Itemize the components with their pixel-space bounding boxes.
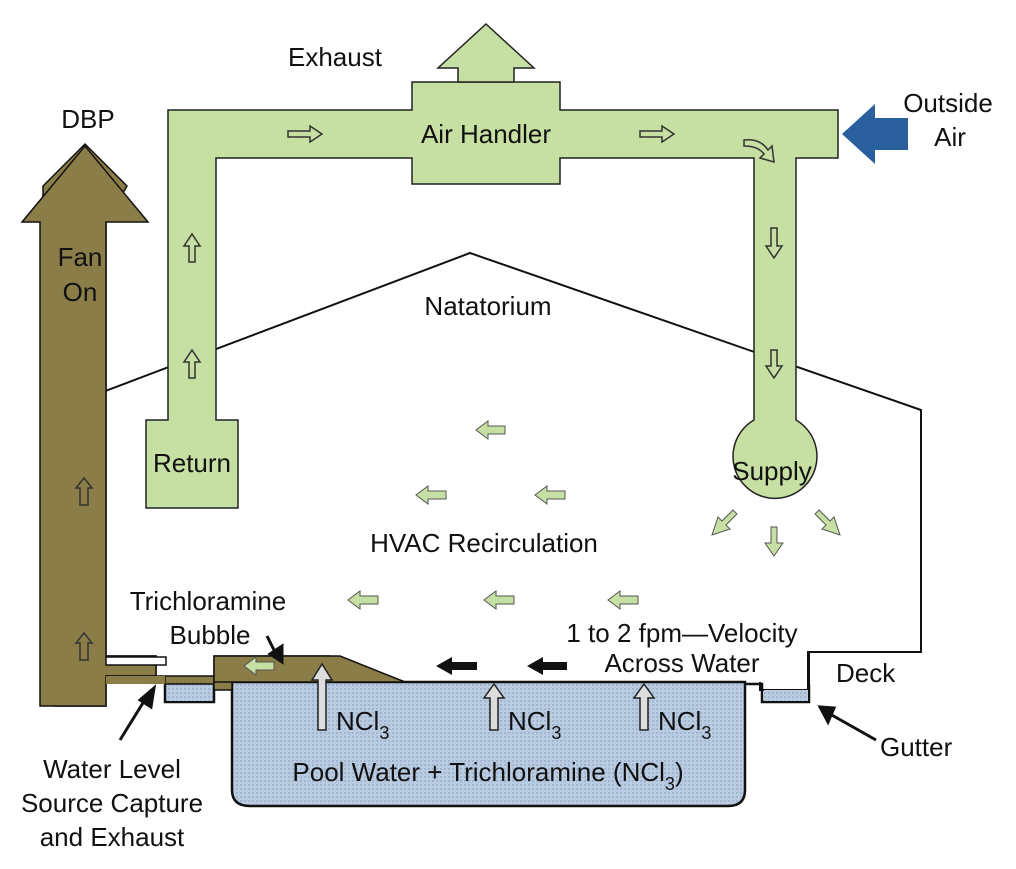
right-gutter xyxy=(745,682,811,704)
outside-air-arrow xyxy=(842,104,908,164)
pool-water xyxy=(230,680,747,808)
outside-air-label-2: Air xyxy=(934,122,966,152)
hvac-recirculation-label: HVAC Recirculation xyxy=(370,528,598,558)
exhaust-label: Exhaust xyxy=(288,42,383,72)
recirculation-arrows xyxy=(243,420,639,676)
ncl3-label: NCl3 xyxy=(508,706,561,743)
ncl3-label: NCl3 xyxy=(658,706,711,743)
supply-air-arrow xyxy=(764,526,784,557)
outside-air-label-1: Outside xyxy=(903,88,993,118)
left-arrow-icon xyxy=(415,485,447,505)
hvac-duct xyxy=(145,81,839,509)
curve-arrow-icon xyxy=(743,138,775,164)
supply-label: Supply xyxy=(732,456,812,486)
supply-air-arrow xyxy=(814,509,841,536)
right-arrow-icon xyxy=(287,124,324,144)
natatorium-label: Natatorium xyxy=(424,291,551,321)
water-level-label-2: Source Capture xyxy=(21,788,203,818)
down-arrow-icon xyxy=(764,227,784,260)
trichloramine-label-1: Trichloramine xyxy=(130,586,287,616)
deck-label: Deck xyxy=(836,658,896,688)
ncl3-up-arrow-icon xyxy=(482,682,506,731)
dbp-duct-outline xyxy=(20,144,157,707)
exhaust-arrow xyxy=(436,22,536,83)
water-level-label-1: Water Level xyxy=(43,754,181,784)
return-label: Return xyxy=(153,448,231,478)
water-level-label-3: and Exhaust xyxy=(40,822,185,852)
left-gutter-water xyxy=(167,690,212,701)
left-arrow-icon xyxy=(483,590,515,610)
ncl3-up-arrow-icon xyxy=(310,662,334,731)
supply-air-arrow xyxy=(711,509,738,536)
up-arrow-icon xyxy=(74,476,94,506)
ncl3-up-arrow-icon xyxy=(632,682,656,731)
left-arrow-icon xyxy=(534,485,566,505)
right-arrow-icon xyxy=(639,124,676,144)
down-arrow-icon xyxy=(764,349,784,380)
pool-water-label: Pool Water + Trichloramine (NCl3) xyxy=(292,757,683,794)
up-arrow-icon xyxy=(74,631,94,661)
capture-slot xyxy=(106,676,165,684)
left-arrow-icon xyxy=(243,656,275,676)
left-arrow-icon xyxy=(475,420,506,440)
left-arrow-icon xyxy=(347,590,379,610)
pointer-arrows xyxy=(118,635,877,742)
inlet-slot xyxy=(105,656,167,666)
left-arrow-icon xyxy=(607,590,639,610)
velocity-arrow-icon xyxy=(436,657,477,675)
up-arrow-icon xyxy=(182,232,202,263)
fan-label-2: On xyxy=(63,277,98,307)
up-arrow-icon xyxy=(182,348,202,379)
velocity-label-2: Across Water xyxy=(604,648,759,678)
air-handler-label: Air Handler xyxy=(421,119,551,149)
dbp-label: DBP xyxy=(61,104,114,134)
velocity-label-1: 1 to 2 fpm—Velocity xyxy=(566,618,797,648)
trichloramine-label-2: Bubble xyxy=(170,620,251,650)
right-gutter-water xyxy=(764,690,808,701)
fan-label-1: Fan xyxy=(58,242,103,272)
gutter-label: Gutter xyxy=(880,732,953,762)
ncl3-label: NCl3 xyxy=(336,706,389,743)
velocity-arrow-icon xyxy=(527,657,567,675)
trichloramine-bubble xyxy=(213,655,406,683)
